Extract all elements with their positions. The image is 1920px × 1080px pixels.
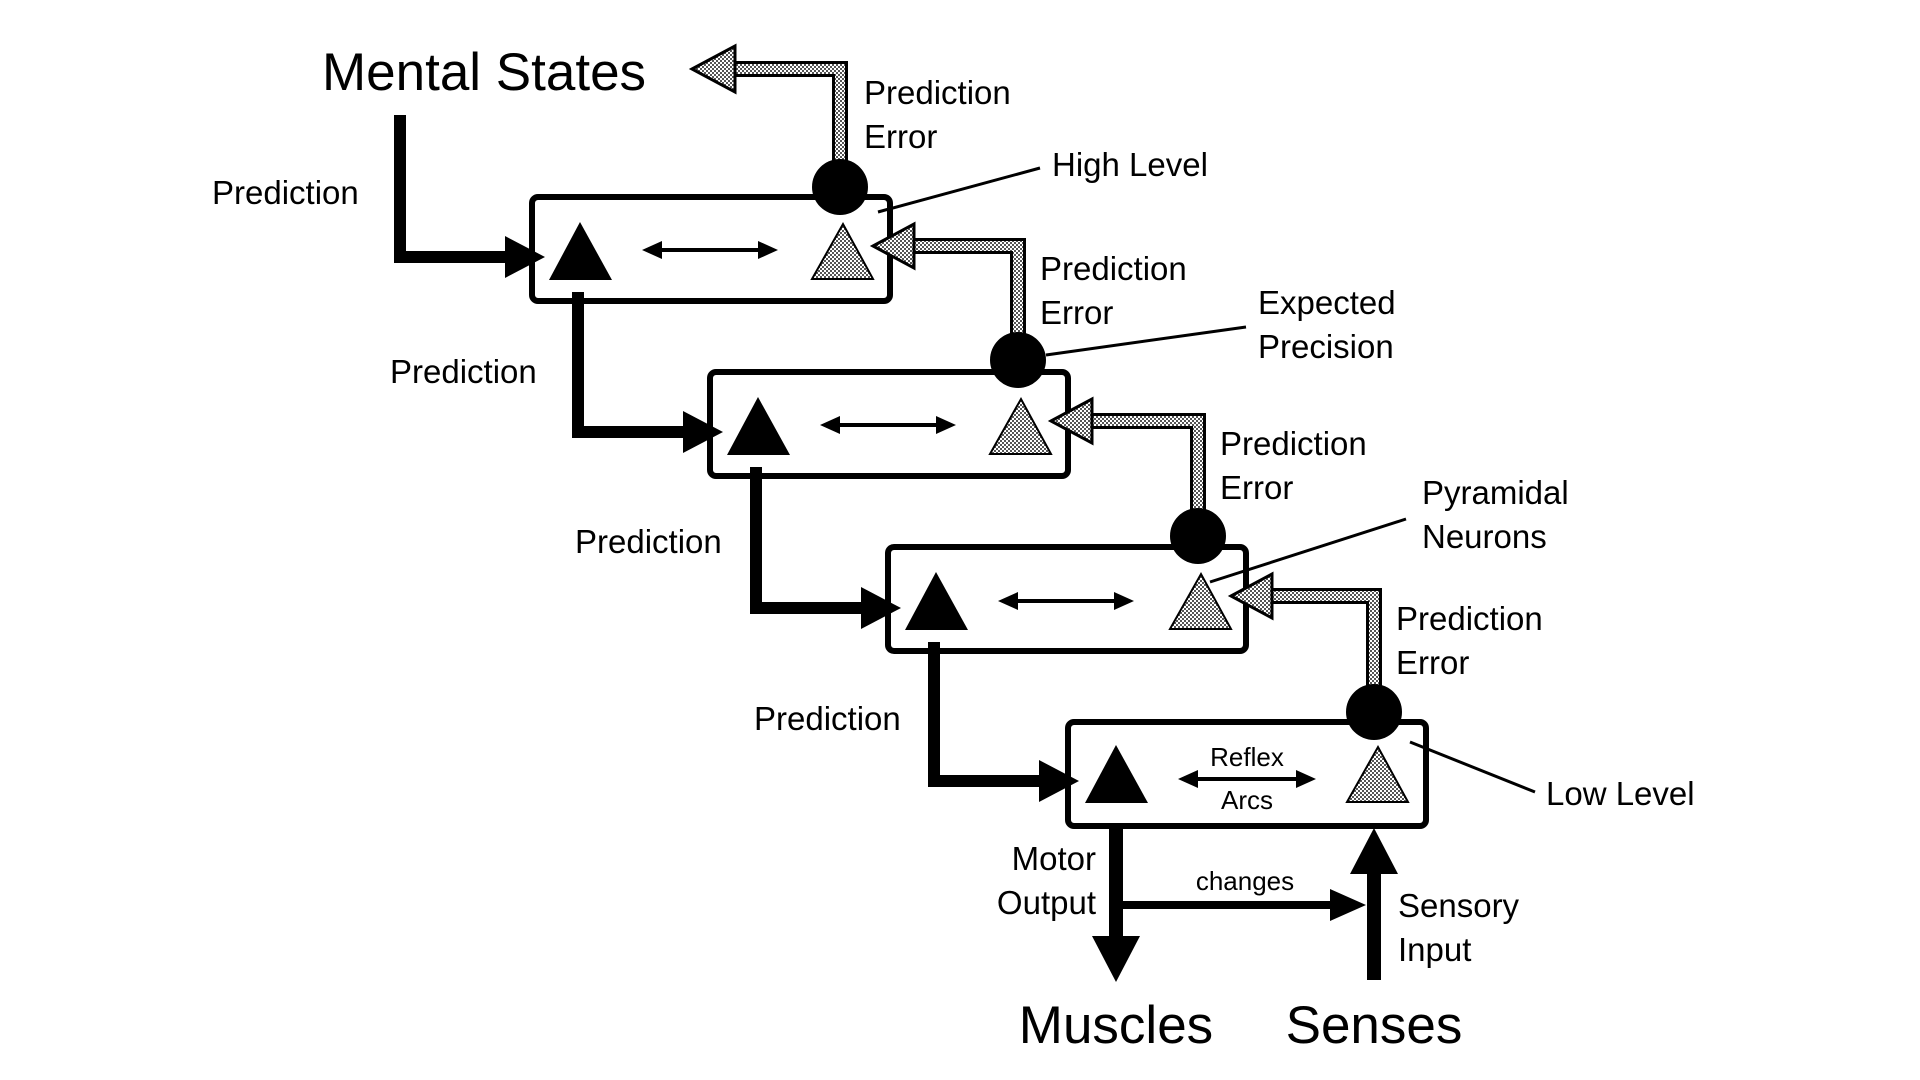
prediction-error-label-1a: Prediction	[1040, 250, 1187, 287]
senses-label: Senses	[1286, 996, 1463, 1055]
lateral-arrow-2	[820, 416, 956, 434]
expected-precision-label-1: Expected	[1258, 284, 1396, 321]
prediction-error-label-3b: Error	[1396, 644, 1469, 681]
prediction-error-label-2a: Prediction	[1220, 425, 1367, 462]
prediction-error-label-1b: Error	[1040, 294, 1113, 331]
pyramidal-neurons-label-1: Pyramidal	[1422, 474, 1569, 511]
lateral-arrow-3	[998, 592, 1134, 610]
changes-arrow	[1116, 889, 1366, 921]
prediction-label-0: Prediction	[212, 174, 359, 211]
pyramidal-neurons-label-2: Neurons	[1422, 518, 1547, 555]
muscles-label: Muscles	[1019, 996, 1213, 1055]
error-neuron-1	[810, 221, 875, 280]
precision-node-3	[1170, 508, 1226, 564]
low-level-label: Low Level	[1546, 775, 1695, 812]
changes-label: changes	[1196, 866, 1294, 896]
high-level-label: High Level	[1052, 146, 1208, 183]
pyramidal-neurons-pointer	[1209, 517, 1407, 584]
motor-output-label-1: Motor	[1012, 840, 1096, 877]
low-level-pointer	[1409, 740, 1536, 794]
precision-node-1	[812, 159, 868, 215]
prediction-label-3: Prediction	[754, 700, 901, 737]
prediction-label-2: Prediction	[575, 523, 722, 560]
sensory-input-label-2: Input	[1398, 931, 1471, 968]
lateral-arrow-1	[642, 241, 778, 259]
prediction-neuron-3	[905, 572, 968, 630]
prediction-arrow-0	[394, 115, 545, 278]
error-neuron-4	[1345, 744, 1410, 803]
prediction-arrow-3	[928, 642, 1079, 802]
title-mental-states: Mental States	[322, 43, 646, 102]
motor-output-arrow	[1092, 826, 1140, 982]
prediction-label-1: Prediction	[390, 353, 537, 390]
error-neuron-2	[988, 396, 1053, 455]
reflex-arc-arrow	[1178, 770, 1316, 788]
expected-precision-pointer	[1045, 325, 1247, 357]
sensory-input-label-1: Sensory	[1398, 887, 1520, 924]
level-box-4	[1065, 719, 1429, 829]
prediction-error-arrow-1	[869, 221, 1026, 335]
precision-node-2	[990, 332, 1046, 388]
prediction-error-arrow-top	[688, 43, 848, 165]
error-neuron-3	[1168, 571, 1233, 630]
prediction-error-label-top-2: Error	[864, 118, 937, 155]
expected-precision-label-2: Precision	[1258, 328, 1394, 365]
prediction-error-label-3a: Prediction	[1396, 600, 1543, 637]
prediction-error-arrow-3	[1227, 571, 1382, 688]
motor-output-label-2: Output	[997, 884, 1096, 921]
high-level-pointer	[877, 166, 1041, 214]
prediction-error-label-top-1: Prediction	[864, 74, 1011, 111]
prediction-neuron-2	[727, 397, 790, 455]
precision-node-4	[1346, 684, 1402, 740]
prediction-neuron-1	[549, 222, 612, 280]
arcs-label: Arcs	[1221, 785, 1273, 815]
prediction-arrow-2	[750, 467, 901, 629]
reflex-label: Reflex	[1210, 742, 1284, 772]
prediction-arrow-1	[572, 292, 723, 453]
prediction-neuron-4	[1085, 745, 1148, 803]
sensory-input-arrow	[1350, 828, 1398, 980]
prediction-error-label-2b: Error	[1220, 469, 1293, 506]
prediction-error-arrow-2	[1047, 396, 1206, 510]
